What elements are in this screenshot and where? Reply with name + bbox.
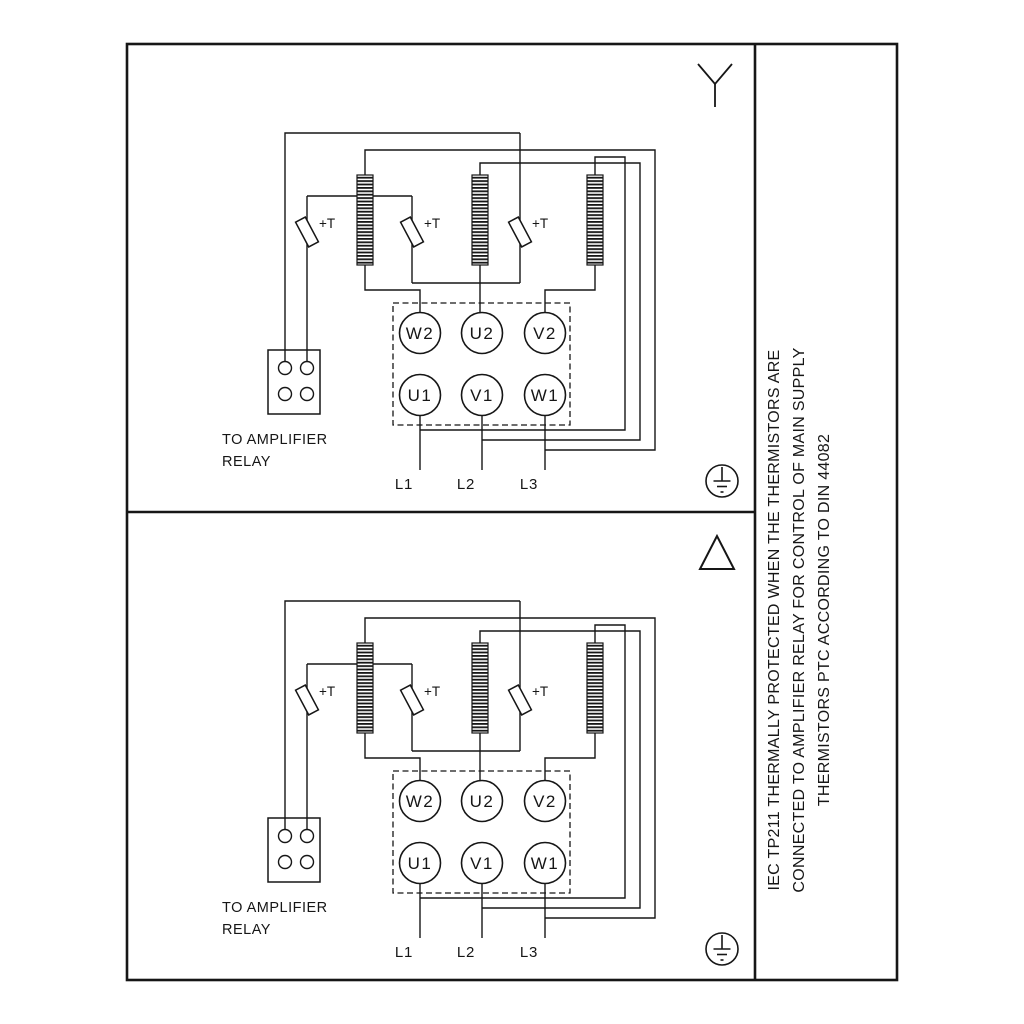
motor-terminal <box>523 841 567 885</box>
relay-terminal <box>277 828 293 844</box>
thermistor-label: +T <box>319 216 335 231</box>
thermistor-label: +T <box>319 684 335 699</box>
thermistor-label: +T <box>532 216 548 231</box>
thermistor-icon <box>507 684 533 716</box>
thermistor-icon <box>294 216 320 248</box>
wire <box>544 733 596 782</box>
thermistor-label: +T <box>532 684 548 699</box>
relay-caption-line: RELAY <box>222 922 271 938</box>
thermistor-label: +T <box>424 684 440 699</box>
terminal-board-outline <box>392 302 571 426</box>
side-note-line: IEC TP211 THERMALLY PROTECTED WHEN THE T… <box>766 349 783 890</box>
wire <box>479 630 641 909</box>
motor-terminal <box>523 311 567 355</box>
thermistor-icon <box>294 684 320 716</box>
relay-caption-line: TO AMPLIFIER <box>222 900 328 916</box>
terminal-board-outline <box>392 770 571 894</box>
wire <box>420 624 626 899</box>
earth-ground-icon <box>705 932 739 966</box>
motor-terminal <box>460 311 504 355</box>
supply-line-label: L1 <box>395 476 413 493</box>
motor-terminal <box>398 841 442 885</box>
side-note: IEC TP211 THERMALLY PROTECTED WHEN THE T… <box>766 347 833 892</box>
wire <box>284 132 520 362</box>
motor-winding <box>586 642 604 734</box>
wire <box>364 265 421 314</box>
terminal-label: V2 <box>533 792 557 811</box>
thermistor-icon <box>399 216 425 248</box>
earth-ground-icon <box>705 464 739 498</box>
terminal-label: V2 <box>533 324 557 343</box>
drawing-frame <box>125 42 899 982</box>
relay-terminal <box>299 386 315 402</box>
wire <box>420 156 626 431</box>
thermistor-label: +T <box>424 216 440 231</box>
motor-terminal <box>523 779 567 823</box>
terminal-label: U2 <box>470 792 495 811</box>
wire <box>364 733 421 782</box>
motor-terminal <box>398 373 442 417</box>
motor-terminal <box>523 373 567 417</box>
terminal-label: W2 <box>406 792 435 811</box>
motor-terminal <box>398 311 442 355</box>
motor-terminal <box>460 841 504 885</box>
wire <box>544 265 596 314</box>
supply-line-label: L1 <box>395 944 413 961</box>
thermistor-icon <box>399 684 425 716</box>
terminal-label: W1 <box>531 854 560 873</box>
supply-line-label: L3 <box>520 944 538 961</box>
relay-caption-line: TO AMPLIFIER <box>222 432 328 448</box>
relay-caption-line: RELAY <box>222 454 271 470</box>
relay-terminal <box>277 854 293 870</box>
wire <box>364 149 656 451</box>
supply-line-label: L2 <box>457 476 475 493</box>
amplifier-relay-connector <box>267 349 321 415</box>
supply-line-label: L3 <box>520 476 538 493</box>
relay-terminal <box>299 360 315 376</box>
terminal-label: U2 <box>470 324 495 343</box>
relay-terminal <box>299 854 315 870</box>
motor-terminal <box>398 779 442 823</box>
motor-winding <box>471 642 489 734</box>
motor-winding <box>586 174 604 266</box>
terminal-label: W2 <box>406 324 435 343</box>
wiring <box>284 132 656 470</box>
relay-terminal <box>299 828 315 844</box>
terminal-label: V1 <box>470 386 494 405</box>
motor-winding <box>471 174 489 266</box>
terminal-label: W1 <box>531 386 560 405</box>
thermistor-icon <box>507 216 533 248</box>
terminal-label: U1 <box>408 386 433 405</box>
motor-winding <box>356 174 374 266</box>
delta-icon <box>698 533 736 570</box>
relay-terminal <box>277 360 293 376</box>
motor-terminal <box>460 779 504 823</box>
terminal-label: V1 <box>470 854 494 873</box>
terminal-label: U1 <box>408 854 433 873</box>
relay-terminal <box>277 386 293 402</box>
motor-winding <box>356 642 374 734</box>
side-note-line: THERMISTORS PTC ACCORDING TO DIN 44082 <box>816 434 833 806</box>
side-note-line: CONNECTED TO AMPLIFIER RELAY FOR CONTROL… <box>791 347 808 892</box>
wire <box>284 600 520 830</box>
wire <box>364 617 656 919</box>
amplifier-relay-connector <box>267 817 321 883</box>
supply-line-label: L2 <box>457 944 475 961</box>
star-icon <box>697 63 733 107</box>
wire <box>479 162 641 441</box>
motor-terminal <box>460 373 504 417</box>
